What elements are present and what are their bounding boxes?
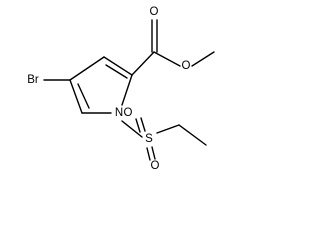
atom-ester-oxygen: O [182, 60, 191, 72]
bond-c2-carbonyl [131, 51, 155, 76]
atom-sulfonyl-oxygen-right: O [151, 160, 160, 172]
bond-layer [43, 19, 215, 161]
atom-sulfur: S [145, 133, 153, 145]
bond-c5-c4 [69, 79, 83, 114]
atom-sulfonyl-oxygen-left: O [124, 107, 133, 119]
bond-ethyl-methyl [178, 124, 207, 146]
bond-s-o-upper-b [140, 117, 146, 132]
bond-n1-s [121, 120, 143, 138]
bond-s-o-lower-b [151, 146, 156, 160]
atom-bromine: Br [27, 74, 39, 86]
bond-c3-c2-double [105, 64, 128, 79]
bond-c3-c2 [103, 56, 133, 76]
structure-diagram: Br N O O S O O [27, 6, 215, 172]
bond-oester-methyl [191, 51, 215, 67]
atom-label-layer: Br N O O S O O [27, 6, 190, 172]
bond-c4-c3 [69, 56, 105, 81]
bond-c2-n1 [121, 74, 133, 106]
bond-s-o-lower-a [146, 147, 151, 161]
bond-s-o-upper-a [135, 118, 141, 133]
bond-c5-c4-double [77, 83, 90, 109]
bond-s-ethyl [156, 124, 180, 134]
bond-carbonyl-oester [153, 51, 181, 67]
atom-ring-nitrogen: N [115, 107, 123, 119]
atom-carbonyl-oxygen: O [150, 6, 159, 18]
